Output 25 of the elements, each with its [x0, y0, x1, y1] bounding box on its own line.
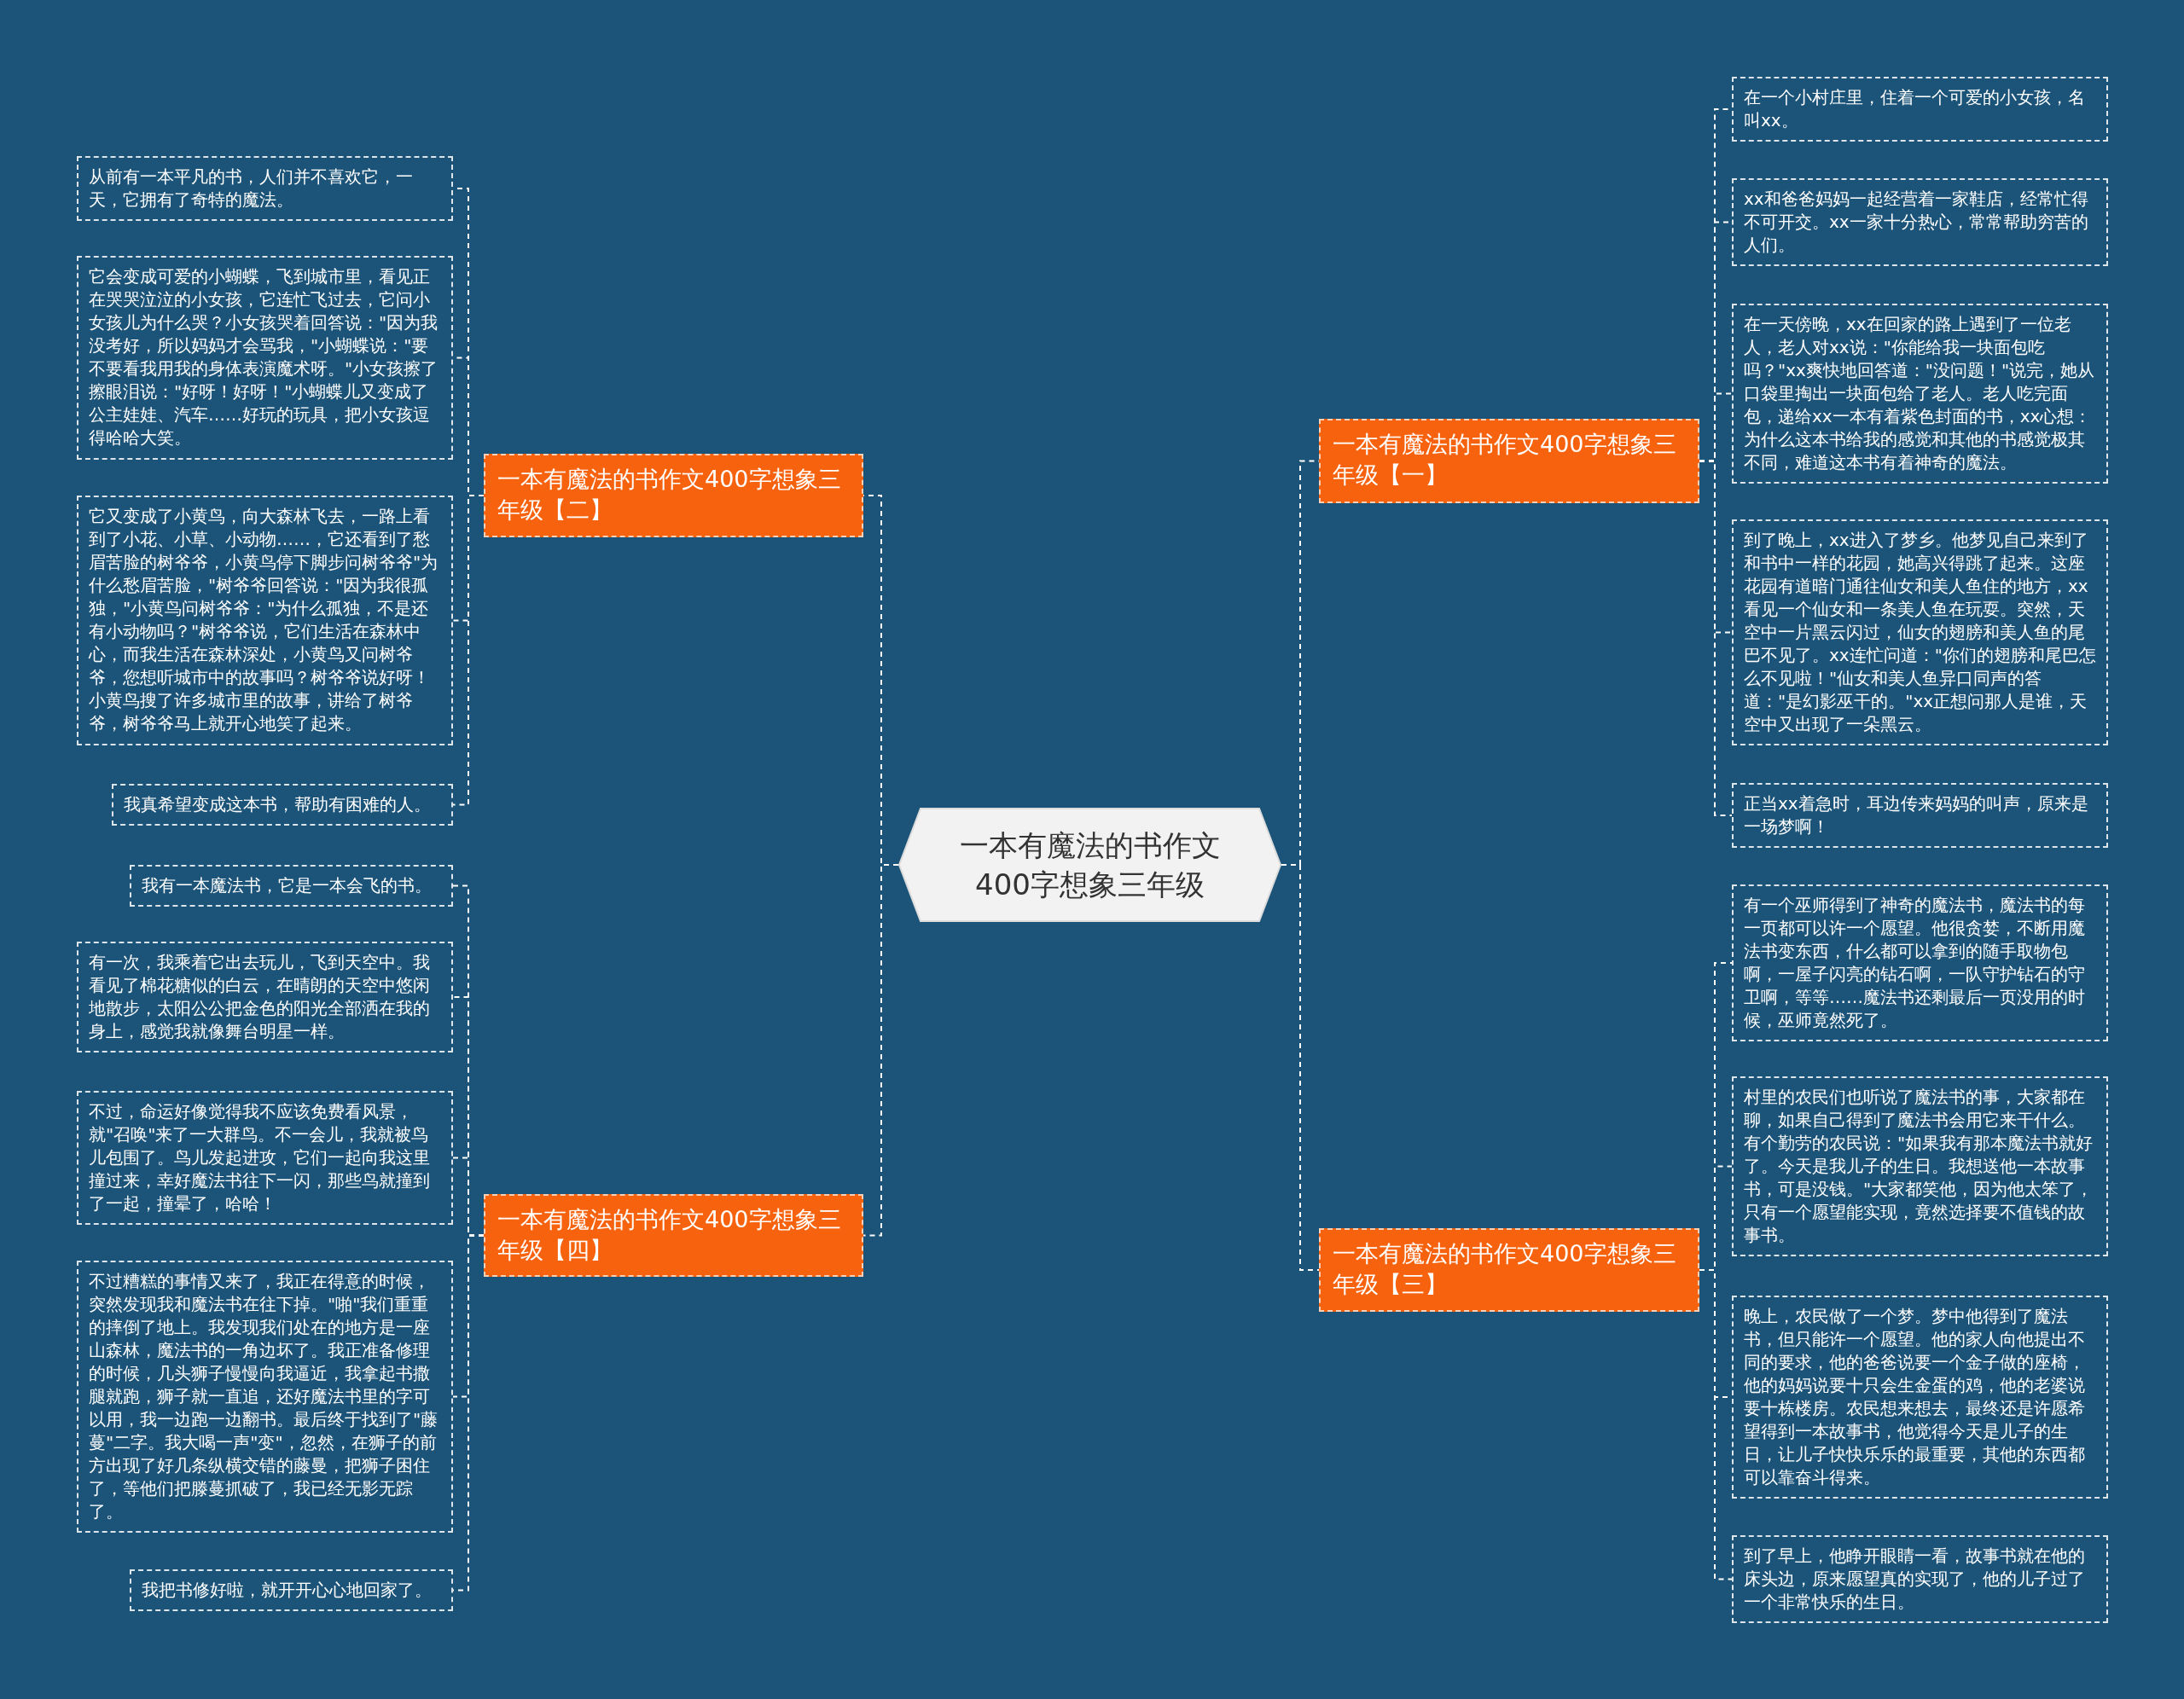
- text-box: 不过糟糕的事情又来了，我正在得意的时候，突然发现我和魔法书在往下掉。"啪"我们重重的摔倒了地上。我发现我们处在的地方是一座山森林，魔法书的一角边坏了。我正准备修理的时候，几头狮子慢慢向我逼近，我拿起书撒腿就跑，狮子就一直追，还好魔法书里的字可以用，我一边跑一边翻书。最后终于找到了"藤蔓"二字。我大喝一声"变"，忽然，在狮子的前方出现了好几条纵横交错的藤曼，把狮子困住了，等他们把滕蔓抓破了，我已经无影无踪了。: [77, 1261, 453, 1533]
- text-box: xx和爸爸妈妈一起经营着一家鞋店，经常忙得不可开交。xx一家十分热心，常常帮助穷苦的人们。: [1732, 178, 2108, 266]
- text-box: 从前有一本平凡的书，人们并不喜欢它，一天，它拥有了奇特的魔法。: [77, 156, 453, 221]
- text-box: 它会变成可爱的小蝴蝶，飞到城市里，看见正在哭哭泣泣的小女孩，它连忙飞过去，它问小女孩儿为什么哭？小女孩哭着回答说："因为我没考好，所以妈妈才会骂我，"小蝴蝶说："要不要看我用我的身体表演魔术呀。"小女孩擦了擦眼泪说："好呀！好呀！"小蝴蝶儿又变成了公主娃娃、汽车……好玩的玩具，把小女孩逗得哈哈大笑。: [77, 256, 453, 460]
- text-box: 在一个小村庄里，住着一个可爱的小女孩，名叫xx。: [1732, 77, 2108, 142]
- topic-box: 一本有魔法的书作文400字想象三年级【三】: [1319, 1228, 1699, 1312]
- text-box: 有一个巫师得到了神奇的魔法书，魔法书的每一页都可以许一个愿望。他很贪婪，不断用魔法书变东西，什么都可以拿到的随手取物包啊，一屋子闪亮的钻石啊，一队守护钻石的守卫啊，等等……魔法书还剩最后一页没用的时候，巫师竟然死了。: [1732, 884, 2108, 1041]
- text-box: 我真希望变成这本书，帮助有困难的人。: [112, 784, 453, 826]
- text-box: 正当xx着急时，耳边传来妈妈的叫声，原来是一场梦啊！: [1732, 783, 2108, 848]
- central-topic-hexagon: 一本有魔法的书作文400字想象三年级: [898, 808, 1281, 922]
- text-box: 它又变成了小黄鸟，向大森林飞去，一路上看到了小花、小草、小动物……，它还看到了愁眉苦脸的树爷爷，小黄鸟停下脚步问树爷爷"为什么愁眉苦脸，"树爷爷回答说："因为我很孤独，"小黄鸟问树爷爷："为什么孤独，不是还有小动物吗？"树爷爷说，它们生活在森林中心，而我生活在森林深处，小黄鸟又问树爷爷，您想听城市中的故事吗？树爷爷说好呀！小黄鸟搜了许多城市里的故事，讲给了树爷爷，树爷爷马上就开心地笑了起来。: [77, 496, 453, 745]
- text-box: 村里的农民们也听说了魔法书的事，大家都在聊，如果自己得到了魔法书会用它来干什么。有个勤劳的农民说："如果我有那本魔法书就好了。今天是我儿子的生日。我想送他一本故事书，可是没钱。"大家都笑他，因为他太笨了，只有一个愿望能实现，竟然选择要不值钱的故事书。: [1732, 1076, 2108, 1256]
- topic-box: 一本有魔法的书作文400字想象三年级【一】: [1319, 419, 1699, 503]
- topic-box: 一本有魔法的书作文400字想象三年级【四】: [484, 1194, 863, 1277]
- text-box: 我把书修好啦，就开开心心地回家了。: [130, 1569, 453, 1611]
- connector-line: [452, 1234, 485, 1592]
- text-box: 有一次，我乘着它出去玩儿，飞到天空中。我看见了棉花糖似的白云，在晴朗的天空中悠闲地散步，太阳公公把金色的阳光全部洒在我的身上，感觉我就像舞台明星一样。: [77, 942, 453, 1052]
- text-box: 到了早上，他睁开眼睛一看，故事书就在他的床头边，原来愿望真的实现了，他的儿子过了一个非常快乐的生日。: [1732, 1535, 2108, 1623]
- text-box: 我有一本魔法书，它是一本会飞的书。: [130, 865, 453, 907]
- topic-box: 一本有魔法的书作文400字想象三年级【二】: [484, 454, 863, 537]
- text-box: 晚上，农民做了一个梦。梦中他得到了魔法书，但只能许一个愿望。他的家人向他提出不同的要求，他的爸爸说要一个金子做的座椅，他的妈妈说要十只会生金蛋的鸡，他的老婆说要十栋楼房。农民想来想去，最终还是许愿希望得到一本故事书，他觉得今天是儿子的生日，让儿子快快乐乐的最重要，其他的东西都可以靠奋斗得来。: [1732, 1296, 2108, 1499]
- text-box: 到了晚上，xx进入了梦乡。他梦见自己来到了和书中一样的花园，她高兴得跳了起来。这座花园有道暗门通往仙女和美人鱼住的地方，xx看见一个仙女和一条美人鱼在玩耍。突然，天空中一片黑云闪过，仙女的翅膀和美人鱼的尾巴不见了。xx连忙问道："你们的翅膀和尾巴怎么不见啦！"仙女和美人鱼异口同声的答道："是幻影巫干的。"xx正想问那人是谁，天空中又出现了一朵黑云。: [1732, 519, 2108, 745]
- text-box: 不过，命运好像觉得我不应该免费看风景，就"召唤"来了一大群鸟。不一会儿，我就被鸟儿包围了。鸟儿发起进攻，它们一起向我这里撞过来，幸好魔法书往下一闪，那些鸟就撞到了一起，撞晕了，哈哈！: [77, 1091, 453, 1225]
- text-box: 在一天傍晚，xx在回家的路上遇到了一位老人，老人对xx说："你能给我一块面包吃吗？"xx爽快地回答道："没问题！"说完，她从口袋里掏出一块面包给了老人。老人吃完面包，递给xx一本有着紫色封面的书，xx心想：为什么这本书给我的感觉和其他的书感觉极其不同，难道这本书有着神奇的魔法。: [1732, 304, 2108, 484]
- connector-line: [1699, 460, 1733, 816]
